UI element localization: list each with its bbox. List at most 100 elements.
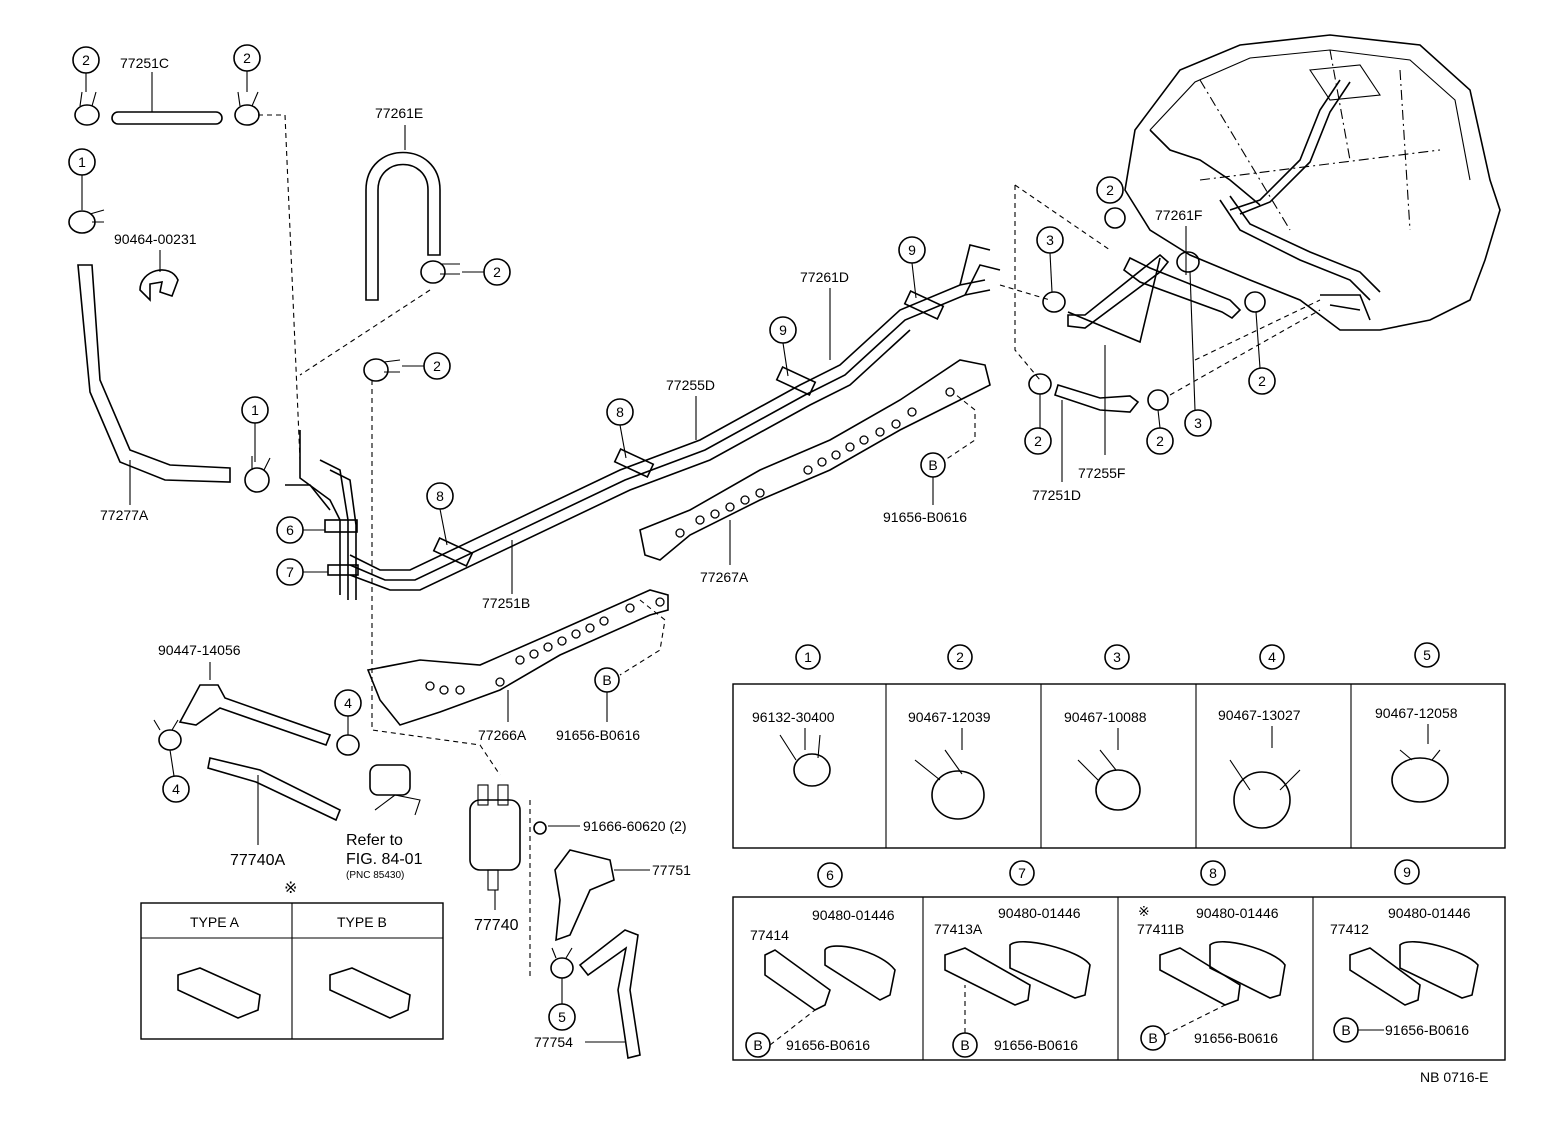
table-bolt-7: 91656-B0616	[994, 1037, 1078, 1053]
table-bracket-7: 77413A	[934, 921, 983, 937]
hose-77261E	[365, 151, 441, 301]
table-bracket-9: 77412	[1330, 921, 1369, 937]
table-bolt-B-text: B	[753, 1037, 762, 1053]
clip-icon	[139, 269, 179, 302]
label-77251D: 77251D	[1032, 487, 1081, 503]
bracket-icon	[1159, 941, 1286, 1006]
line-clamps	[324, 289, 945, 576]
callout-4	[162, 775, 190, 803]
callout-6-text: 6	[286, 522, 294, 538]
clamp-icon	[779, 728, 831, 787]
callout-B-text: B	[602, 672, 611, 688]
label-90447-14056: 90447-14056	[158, 642, 241, 658]
type-b-label: TYPE B	[337, 914, 387, 930]
table-part-1: 96132-30400	[752, 709, 835, 725]
diagram-code: NB 0716-E	[1420, 1069, 1488, 1085]
table-callout-2-text: 2	[956, 649, 964, 665]
table-callout-9-text: 9	[1403, 864, 1411, 880]
table-callout-5	[1414, 642, 1440, 668]
clamp-icon	[363, 358, 401, 382]
table-part-5: 90467-12058	[1375, 705, 1458, 721]
callout-2-text: 2	[433, 358, 441, 374]
clamp-icon	[914, 728, 985, 820]
callout-9-text: 9	[908, 242, 916, 258]
table-part-3: 90467-10088	[1064, 709, 1147, 725]
table-callout-7	[1009, 860, 1035, 886]
table-bolt-6: 91656-B0616	[786, 1037, 870, 1053]
callout-2-text: 2	[1034, 433, 1042, 449]
callout-3-text: 3	[1046, 232, 1054, 248]
label-77255D: 77255D	[666, 377, 715, 393]
callout-4-text: 4	[172, 781, 180, 797]
label-77255F: 77255F	[1078, 465, 1125, 481]
table-bracket-6: 77414	[750, 927, 789, 943]
label-77751: 77751	[652, 862, 691, 878]
type-box	[140, 902, 444, 1040]
label-77740A: 77740A	[230, 852, 285, 869]
callout-3	[1184, 409, 1212, 437]
table-callout-2	[947, 644, 973, 670]
hose-77261F	[1122, 256, 1242, 320]
table-mark-8: ※	[1138, 903, 1150, 919]
label-91656-B0616: 91656-B0616	[556, 727, 640, 743]
label-77261F: 77261F	[1155, 207, 1202, 223]
refer-line3: (PNC 85430)	[346, 870, 404, 881]
table-part-2: 90467-12039	[908, 709, 991, 725]
table-callout-4	[1259, 644, 1285, 670]
hose-77277A	[77, 264, 231, 483]
callout-2	[1024, 427, 1052, 455]
bolt-icon	[533, 821, 547, 835]
hose-77740A	[207, 757, 342, 822]
hose-77251C	[111, 72, 223, 125]
table-bolt-B-text: B	[960, 1037, 969, 1053]
table-clip-9: 90480-01446	[1388, 905, 1471, 921]
table-bolt-8: 91656-B0616	[1194, 1030, 1278, 1046]
table-part-4: 90467-13027	[1218, 707, 1301, 723]
table-bolt-B-text: B	[1341, 1022, 1350, 1038]
protector-77267A	[639, 359, 991, 561]
bracket-type-a	[177, 967, 261, 1019]
label-77740: 77740	[474, 917, 519, 934]
table-bolt-B	[1140, 1025, 1166, 1051]
label-77266A: 77266A	[478, 727, 527, 743]
label-91656-B0616: 91656-B0616	[883, 509, 967, 525]
fuel-lines	[285, 244, 1001, 600]
callout-2-text: 2	[1106, 182, 1114, 198]
bracket-type-b	[329, 967, 411, 1019]
hose-77251D	[1054, 383, 1140, 413]
callout-2-text: 2	[82, 52, 90, 68]
clamp-icon	[1077, 728, 1141, 811]
label-77267A: 77267A	[700, 569, 749, 585]
table-callout-3-text: 3	[1113, 649, 1121, 665]
callout-7-text: 7	[286, 564, 294, 580]
table-callout-9	[1394, 859, 1420, 885]
callout-1-text: 1	[251, 402, 259, 418]
label-77261D: 77261D	[800, 269, 849, 285]
table-clip-6: 90480-01446	[812, 907, 895, 923]
table-callout-6-text: 6	[826, 867, 834, 883]
hose-77754	[578, 929, 641, 1059]
bracket-icon	[944, 941, 1091, 1006]
label-91666-60620: 91666-60620 (2)	[583, 818, 687, 834]
clamp-icon	[550, 947, 574, 979]
callout-2	[1096, 176, 1124, 204]
vsv-icon	[369, 764, 421, 816]
label-77277A: 77277A	[100, 507, 149, 523]
callout-3-text: 3	[1194, 415, 1202, 431]
label-77754: 77754	[534, 1034, 573, 1050]
table-bolt-9: 91656-B0616	[1385, 1022, 1469, 1038]
table-callout-1-text: 1	[804, 649, 812, 665]
table-callout-3	[1104, 644, 1130, 670]
table-clip-7: 90480-01446	[998, 905, 1081, 921]
clamp-icon	[1028, 207, 1266, 411]
table-callout-1	[795, 644, 821, 670]
type-mark: ※	[284, 880, 297, 897]
label-77251C: 77251C	[120, 55, 169, 71]
type-a-label: TYPE A	[190, 914, 240, 930]
refer-line1: Refer to	[346, 832, 403, 849]
bracket-icon	[764, 945, 896, 1011]
callout-2-text: 2	[243, 50, 251, 66]
table-bolt-B-text: B	[1148, 1030, 1157, 1046]
callout-2-text: 2	[493, 264, 501, 280]
callout-5-text: 5	[558, 1009, 566, 1025]
